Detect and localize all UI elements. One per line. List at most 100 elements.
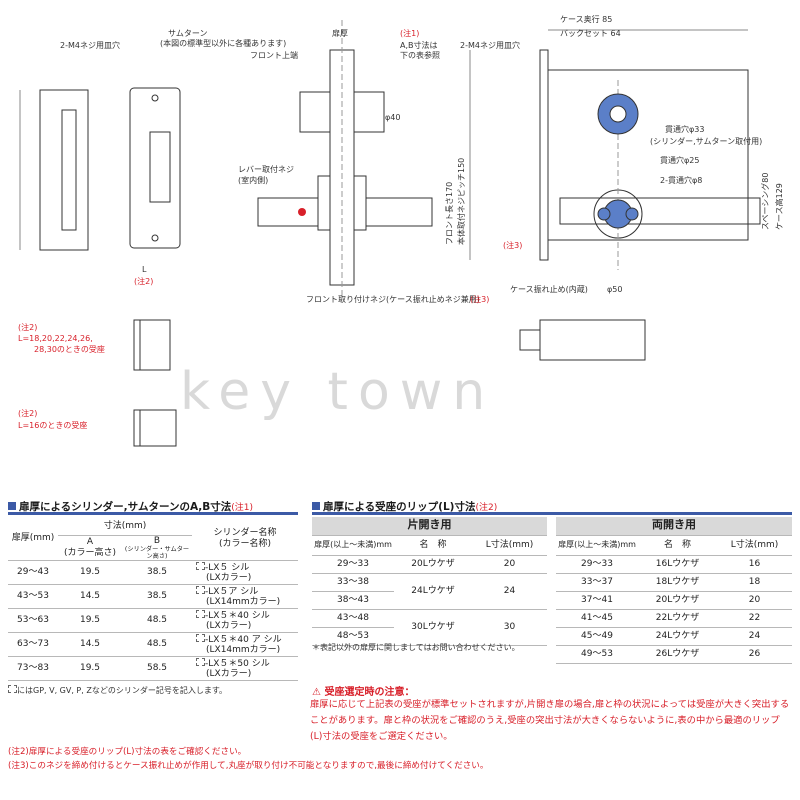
table-row: 48～53 [312,627,547,646]
strike-screw-hole-bottom [151,234,159,242]
label-phi40: φ40 [385,113,400,122]
case-lever-outline [559,197,761,225]
table-row: 38～43 [312,591,547,610]
single-col-door: 扉厚(以上～未満)mm [312,535,394,556]
strike-double-table: 両開き用 扉厚(以上～未満)mm 名 称 L寸法(mm) 29～33 16Lウケ… [556,517,792,664]
lever-handle-right [365,197,433,227]
watermark: key town [180,362,495,422]
single-door-band: 片開き用 [312,517,547,536]
lever-screw-marker [298,208,306,216]
label-note3-case: (注3) [503,240,522,250]
label-note1: (注1) [400,28,419,38]
strike-note-a3: 28,30のときの受座 [34,344,105,354]
strike-detail-a-lip [133,319,141,371]
table-row: 29～43 19.5 38.5 -LX５ シル(LXカラー) [8,560,298,586]
table-row: 29～33 20Lウケザ 20 [312,555,547,574]
strike-note-b2: L=16のときの受座 [18,420,87,430]
front-plate-outline [39,89,89,251]
cylinder-side-body [539,319,646,361]
table-row: 45～49 24Lウケザ 24 [556,627,792,646]
label-lever-screw: レバー取付ネジ [238,164,294,174]
strike-table-title: 扉厚による受座のリップ(L)寸法(注2) [312,499,497,514]
single-col-l: L寸法(mm) [472,535,547,556]
label-phi50: φ50 [607,285,622,294]
table-row: 43～48 30Lウケザ 30 [312,609,547,646]
thumbturn-body [299,91,331,133]
front-plate-drawing [19,89,89,251]
double-col-door: 扉厚(以上～未満)mm [556,535,638,556]
label-note3: (注3) [470,294,489,304]
label-case-height: ケース高129 [774,183,784,230]
label-front-top: フロント上端 [250,50,298,60]
label-hole33: 貫通穴φ33 [665,124,704,134]
table-row: 43～53 14.5 38.5 -LX５ア シル(LX14mmカラー) [8,584,298,610]
lever-rose-left [317,175,331,231]
footnote-2: (注2)扉厚による受座のリップ(L)寸法の表をご確認ください。 [8,747,247,757]
label-backset: バックセット 64 [560,29,621,38]
cylinder-center-icon [609,105,627,123]
col-cylinder-name: シリンダー名称 (カラー名称) [192,517,298,562]
table-row: 53～63 19.5 48.5 -LX５＊40 シル(LXカラー) [8,608,298,634]
label-door-thickness: 扉厚 [332,28,348,38]
col-b: B (シリンダー・サムターン高さ) [122,535,192,562]
label-screw-hole-right: 2-M4ネジ用皿穴 [460,40,520,50]
label-L: L [142,265,147,274]
label-body-pitch: 本体取付ネジピッチ150 [456,158,466,245]
cylinder-table-title: 扉厚によるシリンダー,サムターンのA,B寸法(注1) [8,499,253,514]
strike-detail-a-drawing [133,319,171,371]
section-square-icon [8,502,16,510]
strike-screw-hole-top [151,94,159,102]
strike-plate-opening [149,131,171,203]
col-dimensions: 寸法(mm) [58,517,192,536]
label-note2-drawing: (注2) [134,276,153,286]
col-door-thickness: 扉厚(mm) [8,517,58,562]
through-hole-8-left-icon [597,207,611,221]
footnote-3: (注3)このネジを締め付けるとケース振れ止めが作用して,丸座が取り付け不可能とな… [8,761,489,771]
strike-detail-b-lip [133,409,141,447]
cylinder-side-drawing [519,319,646,361]
lock-case-drawing [469,29,761,270]
label-case-anti-shake: ケース振れ止め(内蔵) [510,284,588,294]
table-row: 73～83 19.5 58.5 -LX５＊50 シル(LXカラー) [8,656,298,682]
strike-note-b1: (注2) [18,408,37,418]
strike-single-table: 片開き用 扉厚(以上～未満)mm 名 称 L寸法(mm) 29～33 20Lウケ… [312,517,547,646]
caution-body: 扉厚に応じて上記表の受座が標準セットされますが,片開き扉の場合,扉と枠の状況によ… [310,699,790,742]
strike-note-a1: (注2) [18,322,37,332]
table-row: 63～73 14.5 48.5 -LX５＊40 ア シル(LX14mmカラー) [8,632,298,658]
table-row: 29～33 16Lウケザ 16 [556,555,792,574]
through-hole-8-right-icon [625,207,639,221]
table-row: 49～53 26Lウケザ 26 [556,645,792,664]
double-door-band: 両開き用 [556,517,792,536]
double-col-name: 名 称 [638,535,717,556]
cylinder-table-rule [8,512,298,515]
label-spacing: スペーシング80 [760,173,770,230]
label-hole8: 2-貫通穴φ8 [660,175,702,185]
cylinder-side-head [519,329,541,351]
front-plate-inner [61,109,77,231]
cylinder-table: 扉厚(mm) 寸法(mm) シリンダー名称 (カラー名称) A (カラー高さ) … [8,517,298,682]
label-thumbturn: サムターン [168,29,207,38]
caution-title: ⚠ 受座選定時の注意： [312,687,415,698]
label-lever-screw-note: (室内側) [238,175,268,185]
table-row: 33～38 24Lウケザ 24 [312,573,547,610]
label-hole33-note: (シリンダー,サムターン取付用) [650,136,762,146]
table-row: 37～41 20Lウケザ 20 [556,591,792,610]
section-square-icon [312,502,320,510]
strike-note-a2: L=18,20,22,24,26, [18,334,93,343]
strike-table-rule [312,512,792,515]
label-ab-note2: 下の表参照 [400,50,440,60]
label-front-length: フロント長さ170 [445,182,454,245]
label-front-screw: フロント取り付けネジ(ケース振れ止めネジ兼用) [306,294,480,304]
label-case-depth: ケース奥行 85 [560,14,612,24]
cylinder-table-footnote: にはGP, V, GV, P, Zなどのシリンダー記号を記入します。 [8,685,227,696]
lever-handle-left [257,197,319,227]
warning-icon: ⚠ [312,687,321,698]
strike-single-footnote: ＊表記以外の扉厚に関しましてはお問い合わせください。 [312,643,520,652]
table-row: 41～45 22Lウケザ 22 [556,609,792,628]
table-row: 33～37 18Lウケザ 18 [556,573,792,592]
strike-detail-a-outline [139,319,171,371]
technical-drawings: サムターン (本図の標準型以外に各種あります) 2-M4ネジ用皿穴 フロント上端… [18,14,784,447]
case-body-outline [547,69,749,241]
double-col-l: L寸法(mm) [717,535,792,556]
strike-detail-b-outline [139,409,177,447]
